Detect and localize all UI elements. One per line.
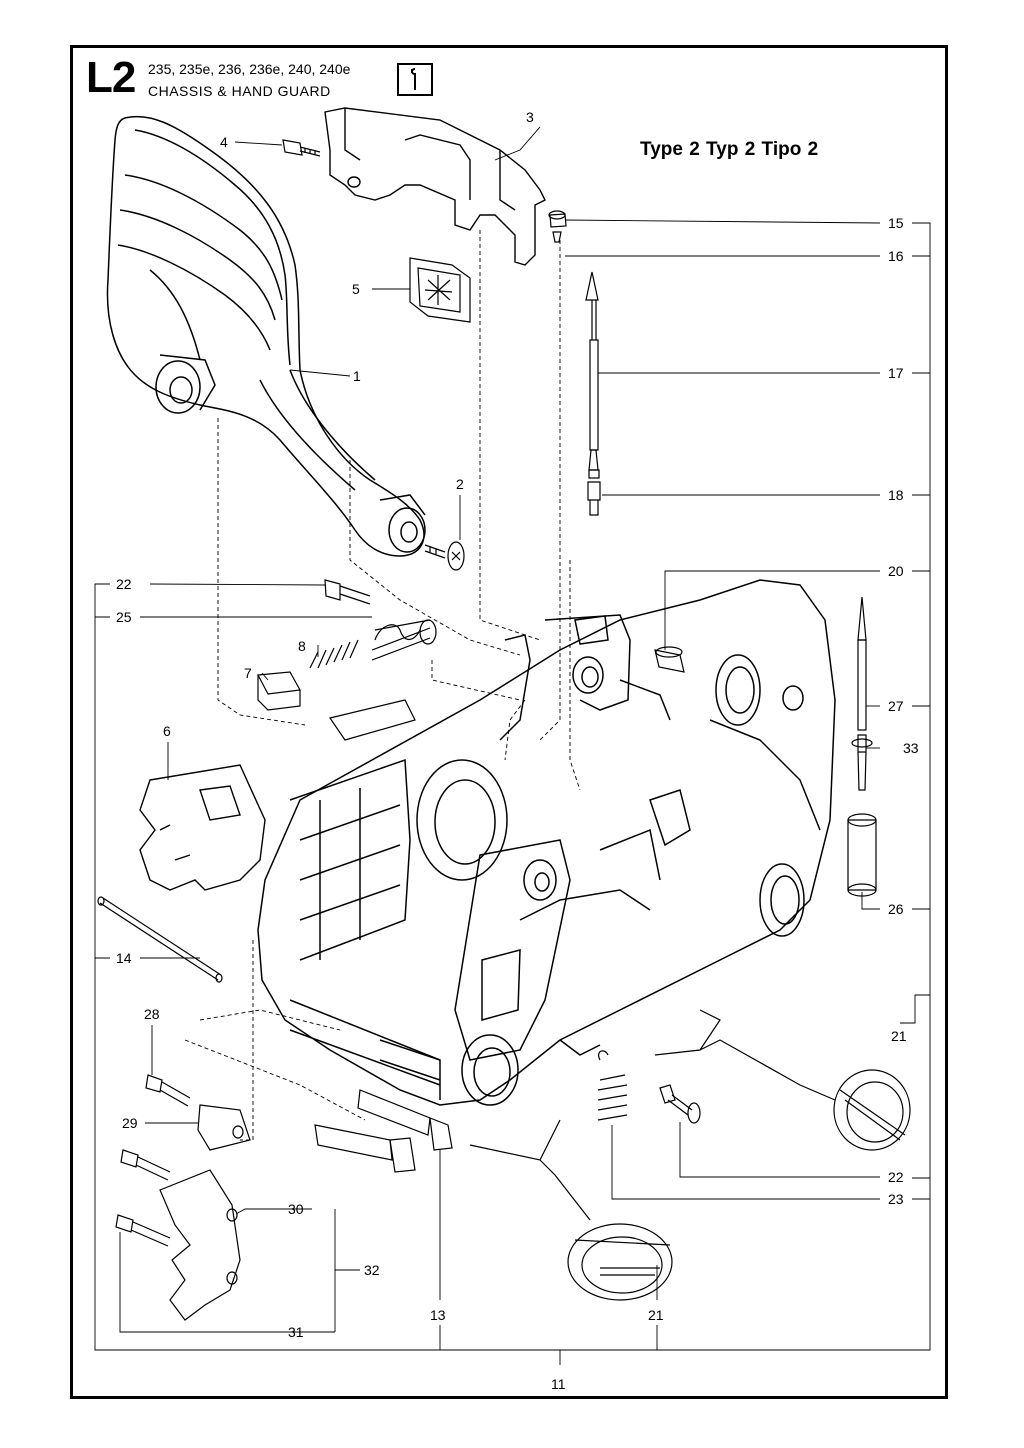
part-label-13: 13 <box>430 1307 446 1323</box>
part-label-20: 20 <box>888 563 904 579</box>
part-label-2: 2 <box>456 476 464 492</box>
section-code: L2 <box>86 53 136 102</box>
part-label-11: 11 <box>551 1376 566 1392</box>
bracket-29 <box>197 1104 251 1151</box>
leader-lines <box>94 126 931 1365</box>
part-label-6: 6 <box>163 723 171 739</box>
type-label: Type 2 Typ 2 Tipo 2 <box>640 139 819 160</box>
filter-assembly <box>847 596 877 897</box>
part-label-1: 1 <box>353 368 361 384</box>
part-label-30: 30 <box>288 1201 304 1217</box>
spike-bumper <box>115 1149 241 1321</box>
throttle-lock-parts <box>548 210 601 516</box>
part-label-28: 28 <box>144 1006 160 1022</box>
part-label-22: 22 <box>116 576 132 592</box>
part-label-15: 15 <box>888 215 904 231</box>
diagram-frame <box>70 45 948 1399</box>
part-label-23: 23 <box>888 1191 904 1207</box>
part-label-4: 4 <box>220 134 228 150</box>
part-label-25: 25 <box>116 609 132 625</box>
part-label-21-right: 21 <box>891 1028 907 1044</box>
part-labels: 3 4 5 1 2 15 16 17 18 20 22 25 8 7 6 27 … <box>116 109 919 1392</box>
part-label-3: 3 <box>526 109 534 125</box>
fuel-cap-bottom <box>469 1119 673 1301</box>
hand-guard <box>106 115 426 557</box>
part-label-33: 33 <box>903 740 919 756</box>
part-label-16: 16 <box>888 248 904 264</box>
spring-parts <box>257 579 437 741</box>
screw-4 <box>282 139 321 157</box>
part-label-5: 5 <box>352 281 360 297</box>
part-label-32: 32 <box>364 1262 380 1278</box>
spring-23 <box>597 1050 628 1121</box>
fuel-cap-right <box>654 1009 911 1151</box>
wrench-icon <box>397 63 433 96</box>
rod-14 <box>97 896 223 983</box>
part-label-22-lower: 22 <box>888 1169 904 1185</box>
bolts-13 <box>314 1089 453 1173</box>
model-list: 235, 235e, 236, 236e, 240, 240e <box>148 61 351 77</box>
part-label-8: 8 <box>298 638 306 654</box>
part-label-29: 29 <box>122 1115 138 1131</box>
screw-2 <box>424 541 465 571</box>
rubber-buffer-20 <box>654 646 685 673</box>
part-label-26: 26 <box>888 901 904 917</box>
screw-22-lower <box>659 1084 701 1124</box>
section-title: CHASSIS & HAND GUARD <box>148 83 331 99</box>
part-label-27: 27 <box>888 698 904 714</box>
part-label-31: 31 <box>288 1324 304 1340</box>
chain-brake-bracket <box>324 107 546 266</box>
part-label-21-bottom: 21 <box>648 1307 664 1323</box>
guide-plate-6 <box>139 764 266 891</box>
part-label-14: 14 <box>116 950 132 966</box>
crankcase-chassis <box>257 579 836 1106</box>
rubber-pad-5 <box>409 257 471 323</box>
screw-28 <box>145 1074 191 1107</box>
part-label-18: 18 <box>888 487 904 503</box>
part-label-7: 7 <box>244 665 252 681</box>
part-label-17: 17 <box>888 365 904 381</box>
